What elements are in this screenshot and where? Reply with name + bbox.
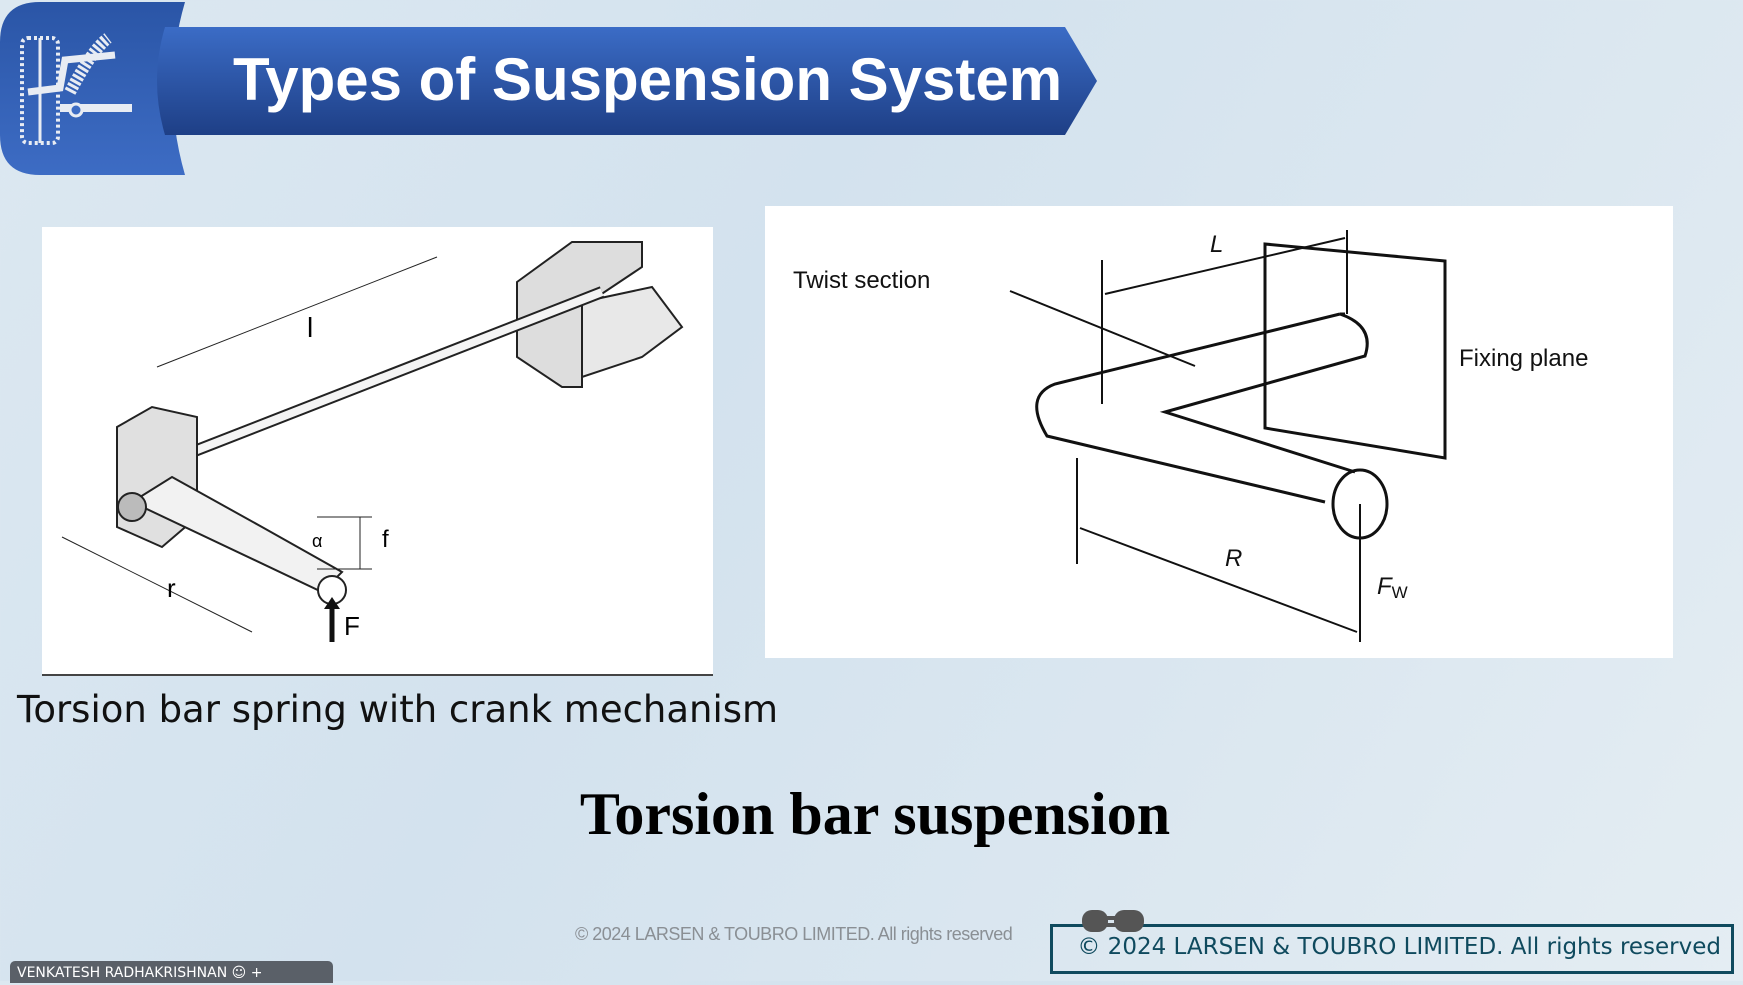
suspension-icon <box>0 0 186 175</box>
title-banner <box>157 27 1097 135</box>
torsion-bar-crank-diagram: l r f α F <box>42 227 713 676</box>
label-force: F <box>344 611 360 641</box>
presenter-tag: VENKATESH RADHAKRISHNAN ☺ + <box>10 961 333 983</box>
label-deflection: f <box>382 526 389 553</box>
plug-icon <box>1082 910 1144 932</box>
label-length: l <box>307 312 313 343</box>
page-title: Types of Suspension System <box>233 46 1063 113</box>
footer-copyright: © 2024 LARSEN & TOUBRO LIMITED. All righ… <box>1077 934 1721 960</box>
twist-section-diagram: Twist section L Fixing plane R FW <box>765 206 1673 658</box>
label-twist-section: Twist section <box>793 267 930 294</box>
section-heading: Torsion bar suspension <box>579 781 1171 847</box>
label-angle: α <box>312 531 322 551</box>
suspension-logo <box>0 0 186 175</box>
presenter-name: VENKATESH RADHAKRISHNAN <box>17 965 228 981</box>
add-icon[interactable]: + <box>250 965 263 981</box>
label-length: L <box>1210 231 1223 258</box>
label-fixing-plane: Fixing plane <box>1459 345 1588 372</box>
label-radius: r <box>167 573 176 603</box>
footer-watermark: © 2024 LARSEN & TOUBRO LIMITED. All righ… <box>575 924 1013 944</box>
footer-copyright-box: © 2024 LARSEN & TOUBRO LIMITED. All righ… <box>1050 924 1734 974</box>
person-icon: ☺ <box>231 965 247 981</box>
figure-caption: Torsion bar spring with crank mechanism <box>17 688 779 731</box>
label-force: FW <box>1377 573 1408 602</box>
label-radius: R <box>1225 545 1242 572</box>
